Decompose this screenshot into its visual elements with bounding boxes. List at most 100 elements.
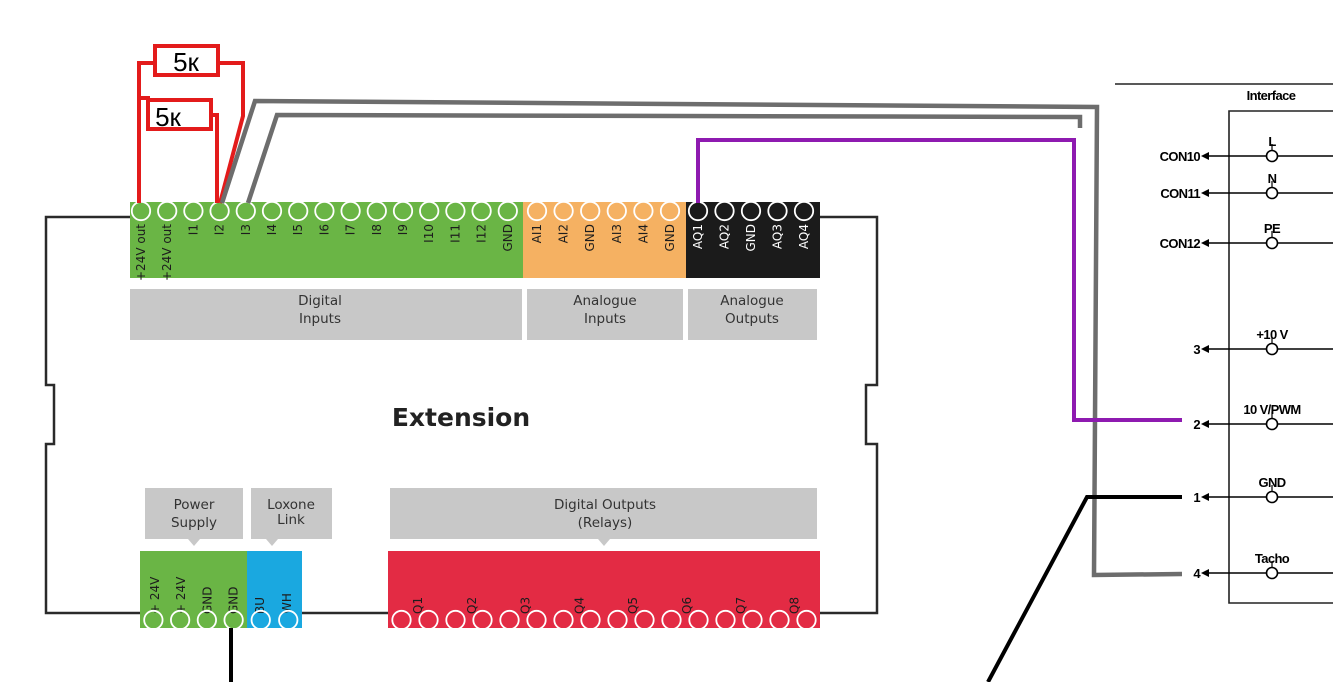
section-label-line1: Digital Outputs (554, 497, 656, 513)
interface-connector-label: CON12 (1160, 236, 1201, 251)
arrow-icon (1201, 345, 1209, 353)
section-power-supply: Power Supply (145, 488, 243, 546)
terminal-label: Q8 (788, 597, 802, 614)
terminal-screw (497, 200, 518, 222)
section-analogue-inputs: Analogue Inputs (527, 289, 683, 340)
section-label-line1: Digital (298, 293, 342, 309)
terminal-label: GND (663, 224, 677, 252)
terminal-screw (170, 609, 191, 631)
section-label-line2: Inputs (584, 311, 626, 327)
terminal-label: Q2 (465, 597, 479, 614)
pin-terminal (1265, 149, 1279, 163)
terminal-screw (634, 609, 655, 631)
terminal-screw (223, 609, 244, 631)
pin-terminal (1265, 566, 1279, 580)
extension-housing (44, 215, 879, 615)
module-title: Extension (392, 403, 530, 432)
terminal-label: I2 (213, 224, 227, 235)
section-label-line2: (Relays) (578, 515, 633, 531)
section-box (130, 289, 522, 340)
interface-pin-name: GND (1258, 475, 1285, 490)
section-label-line2: Outputs (725, 311, 779, 327)
arrow-icon (1201, 420, 1209, 428)
terminal-screw (740, 200, 762, 222)
terminal-screw (688, 609, 709, 631)
terminal-label: +24V out (160, 224, 174, 281)
interface-pin-name: PE (1264, 221, 1281, 236)
interface-pin-10v: 3+10 V (1193, 327, 1333, 357)
section-digital-outputs: Digital Outputs (Relays) (390, 488, 817, 546)
terminal-label: GND (501, 224, 515, 252)
tacho-wire-i2 (219, 98, 1183, 578)
interface-pin-pwm: 210 V/PWM (1193, 402, 1333, 432)
terminal-label: I3 (239, 224, 253, 235)
interface-pin-name: 10 V/PWM (1243, 402, 1300, 417)
section-loxone-link: Loxone Link (251, 488, 332, 546)
terminal-label: AI4 (636, 224, 650, 243)
arrow-icon (1201, 493, 1209, 501)
terminal-screw (553, 200, 574, 222)
interface-pin-name: L (1268, 134, 1276, 149)
interface-connector-label: CON11 (1160, 186, 1200, 201)
section-pointer (266, 539, 278, 546)
terminal-screw (392, 200, 414, 222)
terminal-screw (261, 200, 283, 222)
section-digital-inputs: Digital Inputs (130, 289, 522, 340)
section-label-line2: Link (277, 512, 305, 528)
terminal-screw (742, 609, 763, 631)
terminal-screw (767, 200, 788, 222)
terminal-screw (793, 200, 815, 222)
section-box (527, 289, 683, 340)
terminal-screw (391, 609, 412, 631)
terminal-label: I4 (265, 224, 279, 235)
resistor-wire-outer (137, 61, 245, 204)
terminal-label: GND (583, 224, 597, 252)
interface-pin-L: CON10 L (1160, 134, 1333, 164)
terminal-label: I9 (396, 224, 410, 235)
terminal-label: I6 (317, 224, 331, 235)
resistor-top: 5к (153, 44, 220, 77)
terminal-screw (183, 200, 204, 222)
terminal-label: GND (744, 224, 758, 252)
interface-title: Interface (1247, 88, 1296, 103)
interface-pin-PE: CON12 PE (1160, 221, 1333, 251)
terminal-screw (419, 200, 440, 222)
terminal-screw (366, 200, 387, 222)
tacho-wire-i3 (245, 112, 1083, 204)
terminal-screw (526, 609, 547, 631)
terminal-screw (143, 609, 164, 631)
section-pointer (188, 539, 200, 546)
terminal-label: I1 (186, 224, 200, 235)
terminal-label: Q5 (626, 597, 640, 614)
section-box (145, 488, 243, 539)
resistor-body (146, 98, 213, 131)
terminal-label: AQ3 (771, 224, 785, 249)
terminal-screw (314, 200, 335, 222)
loxone-link-terminal-block (247, 551, 302, 628)
arrow-icon (1201, 569, 1209, 577)
terminal-label: +24V out (134, 224, 148, 281)
pin-terminal (1265, 490, 1279, 504)
interface-connector-label: CON10 (1160, 149, 1201, 164)
terminal-screw (235, 200, 256, 222)
terminal-label: AQ4 (797, 224, 811, 249)
section-label-line1: Loxone (267, 497, 315, 513)
terminal-label: I12 (475, 224, 489, 243)
terminal-screw (250, 609, 271, 631)
terminal-label: I11 (448, 224, 462, 243)
terminal-screw (340, 200, 361, 222)
terminal-screw (580, 200, 601, 222)
terminal-screw (418, 609, 439, 631)
terminal-screw (553, 609, 574, 631)
pin-terminal (1265, 186, 1279, 200)
terminal-screw (196, 609, 217, 631)
terminal-screw (288, 200, 309, 222)
pwm-wire (696, 138, 1182, 422)
terminal-label: AI3 (610, 224, 624, 243)
terminal-label: I5 (291, 224, 305, 235)
terminal-label: GND (227, 586, 241, 614)
